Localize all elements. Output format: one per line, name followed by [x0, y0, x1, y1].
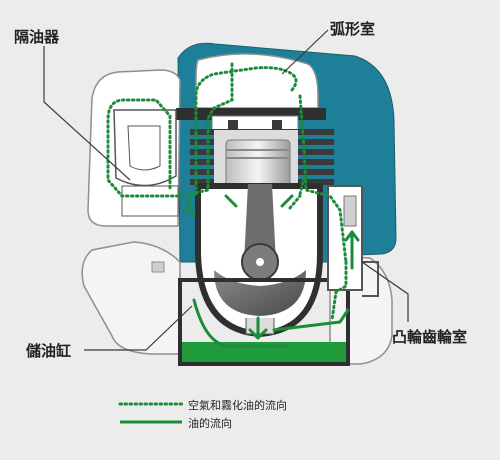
label-cam-gear-chamber: 凸輪齒輪室 [392, 328, 468, 346]
label-oil-reservoir: 儲油缸 [26, 342, 72, 360]
label-separator: 隔油器 [14, 28, 60, 46]
tank-notch [151, 261, 165, 273]
air-oil-mist-paths [106, 62, 348, 322]
piston-rings [226, 149, 290, 159]
valve-left [228, 120, 238, 132]
leader-separator [43, 46, 131, 181]
crank-weight [214, 270, 306, 316]
cam-gear-outlet [362, 261, 379, 297]
leader-dome-chamber [281, 29, 329, 75]
valve-right [272, 120, 282, 132]
oil-flow-paths [184, 194, 360, 348]
label-dome-chamber: 弧形室 [330, 20, 376, 38]
oil-reservoir-box [178, 278, 350, 366]
oil-tank-shell [81, 241, 181, 355]
leader-oil-reservoir [84, 305, 193, 351]
oil-pool [182, 342, 346, 362]
leader-lines [43, 29, 409, 351]
leader-cam-gear-chamber [361, 261, 409, 322]
legend-oil-flow: 油的流向 [188, 417, 232, 430]
legend-air-oil-mist: 空氣和霧化油的流向 [188, 399, 287, 412]
separator-inner [127, 125, 161, 171]
connecting-rod [244, 184, 276, 262]
crank-pin [256, 258, 264, 266]
separator-base [121, 185, 179, 217]
cam-gear-slot [343, 195, 357, 227]
dome-chamber-body [195, 53, 319, 109]
